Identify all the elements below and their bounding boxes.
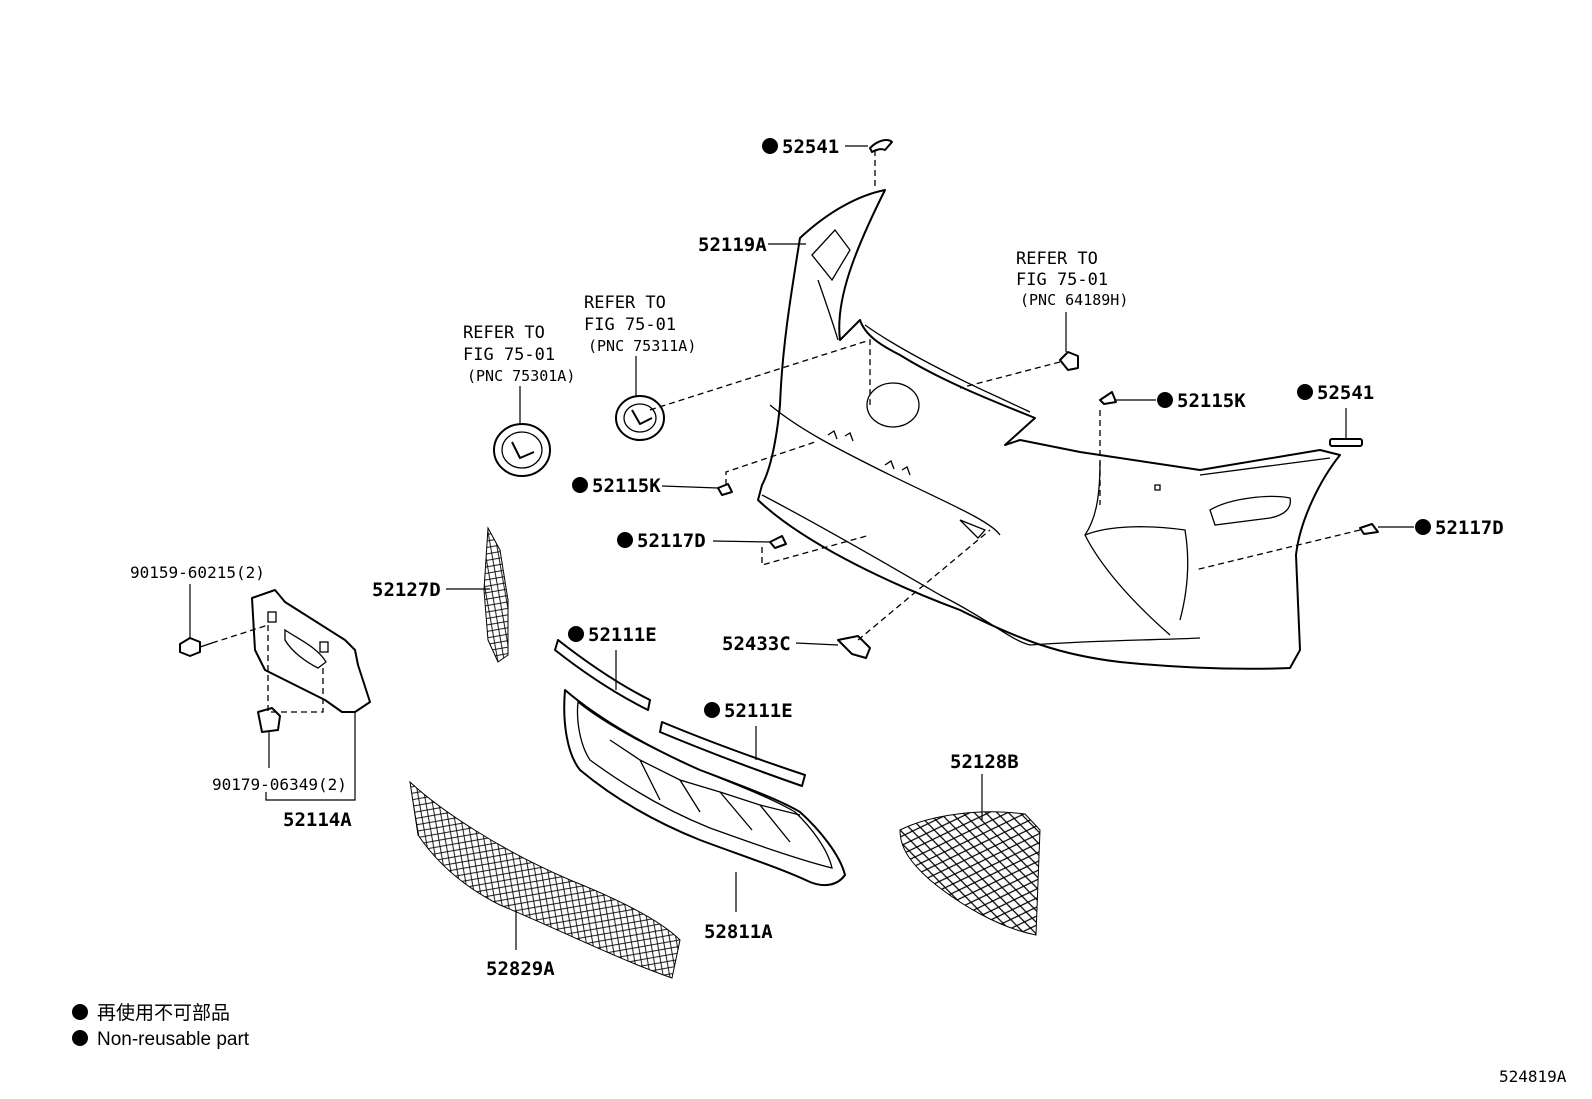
- refer-emblem-sub-pnc: (PNC 75311A): [588, 337, 696, 355]
- bolt-64189H: [1059, 351, 1079, 371]
- nut-90179: [257, 707, 281, 733]
- figure-code: 524819A: [1499, 1067, 1567, 1086]
- part-number-52433C: 52433C: [722, 633, 791, 655]
- callout-52117D-right: 52117D: [1378, 517, 1504, 539]
- refer-bolt-line2: FIG 75-01: [1016, 270, 1108, 290]
- mesh-52128B: [899, 811, 1041, 936]
- bumper-cover-52119A: [757, 189, 1341, 670]
- callout-52117D-left: 52117D: [617, 530, 771, 552]
- callout-52811A: 52811A: [704, 872, 773, 943]
- callout-52114A: 52114A: [265, 712, 356, 831]
- part-number-52811A: 52811A: [704, 921, 773, 943]
- part-number-52115K-left: 52115K: [592, 475, 661, 497]
- clip-52115K-left: [717, 483, 733, 496]
- part-number-52111E-upper: 52111E: [588, 624, 657, 646]
- mesh-52127D: [483, 526, 509, 663]
- legend-text-en: Non-reusable part: [97, 1029, 250, 1050]
- callout-52541-top: 52541: [762, 136, 868, 158]
- refer-bolt-line1: REFER TO: [1016, 249, 1098, 269]
- callout-52111E-upper: 52111E: [568, 624, 657, 690]
- emblem-75311A: [615, 395, 665, 441]
- part-number-52115K-right: 52115K: [1177, 390, 1246, 412]
- clip-52117D-right: [1359, 523, 1379, 535]
- callout-52127D: 52127D: [372, 579, 490, 601]
- part-number-52541-right: 52541: [1317, 382, 1374, 404]
- clip-52541-right: [1329, 438, 1363, 447]
- license-bracket-52114A: [251, 589, 371, 713]
- refer-emblem-front-pnc: (PNC 75301A): [467, 367, 575, 385]
- clip-52541-top: [869, 139, 893, 153]
- molding-52111E-upper: [554, 639, 651, 711]
- part-number-90159: 90159-60215(2): [130, 563, 265, 582]
- refer-bolt-pnc: (PNC 64189H): [1020, 291, 1128, 309]
- mesh-52829A: [409, 780, 681, 979]
- clip-52117D-left: [769, 535, 787, 549]
- refer-emblem-front-line2: FIG 75-01: [463, 345, 555, 365]
- bracket-52433C: [837, 635, 871, 659]
- refer-emblem-sub-line2: FIG 75-01: [584, 315, 676, 335]
- grille-frame-52811A: [563, 689, 846, 887]
- callout-52829A: 52829A: [486, 910, 555, 980]
- part-number-52128B: 52128B: [950, 751, 1019, 773]
- part-number-90179: 90179-06349(2): [212, 775, 347, 794]
- callout-52111E-lower: 52111E: [704, 700, 793, 760]
- callout-90159: 90159-60215(2): [130, 563, 265, 638]
- refer-emblem-front: REFER TO FIG 75-01 (PNC 75301A): [463, 323, 575, 424]
- refer-emblem-sub-line1: REFER TO: [584, 293, 666, 313]
- part-number-52541: 52541: [782, 136, 839, 158]
- legend-text-jp: 再使用不可部品: [97, 1002, 230, 1024]
- part-number-52119A: 52119A: [698, 234, 767, 256]
- callout-52128B: 52128B: [950, 751, 1019, 820]
- callout-90179: 90179-06349(2): [212, 732, 347, 794]
- part-number-52117D-right: 52117D: [1435, 517, 1504, 539]
- clip-52115K-right: [1099, 391, 1117, 405]
- part-number-52114A: 52114A: [283, 809, 352, 831]
- legend-marker-en: [72, 1030, 88, 1046]
- refer-emblem-front-line1: REFER TO: [463, 323, 545, 343]
- molding-52111E-lower: [659, 721, 806, 787]
- part-number-52127D: 52127D: [372, 579, 441, 601]
- callout-52541-right: 52541: [1297, 382, 1374, 438]
- legend-marker-jp: [72, 1004, 88, 1020]
- legend: 再使用不可部品 Non-reusable part: [72, 1002, 250, 1050]
- emblem-75301A: [493, 423, 551, 477]
- part-number-52117D-left: 52117D: [637, 530, 706, 552]
- callout-52115K-right: 52115K: [1114, 390, 1246, 412]
- part-number-52111E-lower: 52111E: [724, 700, 793, 722]
- callout-52119A: 52119A: [698, 234, 806, 256]
- refer-bolt: REFER TO FIG 75-01 (PNC 64189H): [1016, 249, 1128, 352]
- refer-emblem-sub: REFER TO FIG 75-01 (PNC 75311A): [584, 293, 696, 396]
- callout-52433C: 52433C: [722, 633, 839, 655]
- callout-52115K-left: 52115K: [572, 475, 719, 497]
- part-number-52829A: 52829A: [486, 958, 555, 980]
